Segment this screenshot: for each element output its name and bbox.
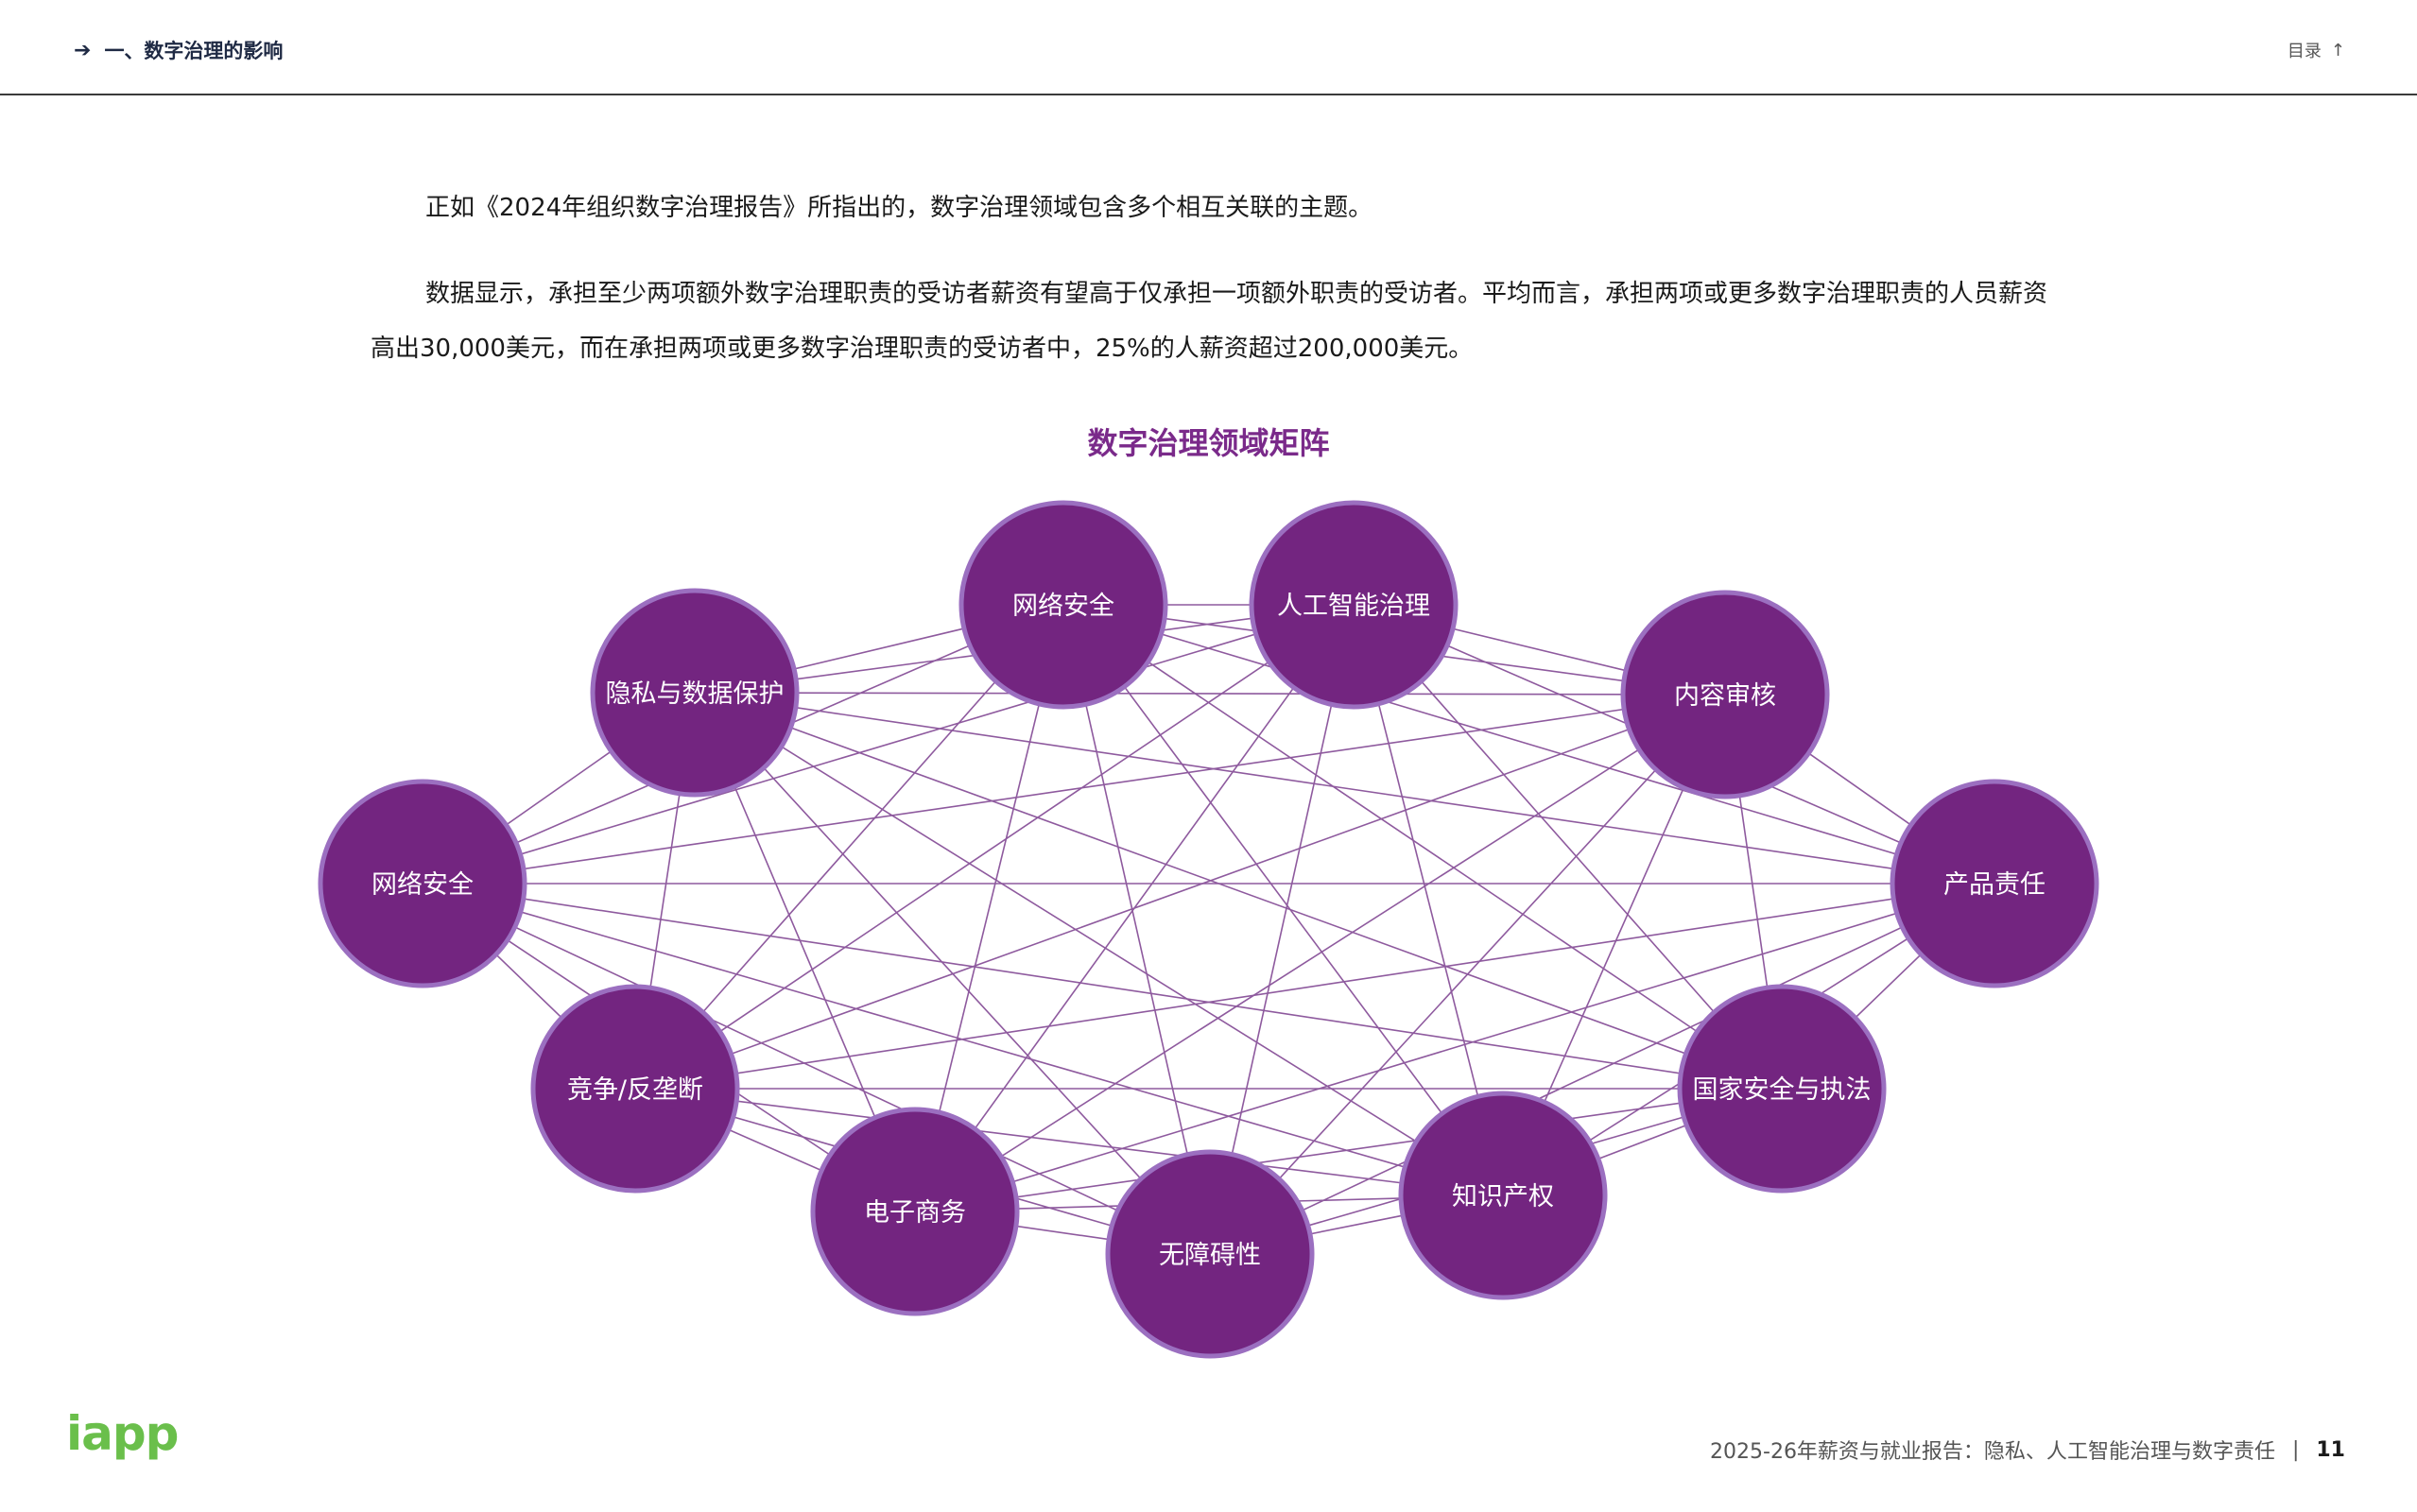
diagram-edge (634, 694, 1726, 1090)
diagram-node-label: 内容审核 (1674, 681, 1776, 711)
diagram-node-circle (958, 500, 1168, 710)
diagram-node-label: 无障碍性 (1159, 1241, 1261, 1270)
diagram-node-circle (530, 984, 740, 1194)
diagram-node-label: 国家安全与执法 (1693, 1075, 1872, 1105)
diagram-title: 数字治理领域矩阵 (1087, 425, 1330, 461)
diagram-node: 国家安全与执法 (1677, 984, 1887, 1194)
diagram-edge (694, 692, 1211, 1255)
diagram-edge (422, 604, 1355, 885)
diagram-node-circle (810, 1107, 1020, 1316)
page-footer: 2025-26年薪资与就业报告：隐私、人工智能治理与数字责任 | 11 (1710, 1435, 2345, 1465)
toc-link[interactable]: 目录 ↑ (2288, 38, 2345, 62)
diagram-edge (1062, 604, 1504, 1196)
footer-separator: | (2291, 1437, 2300, 1462)
iapp-logo: iapp (66, 1406, 179, 1461)
diagram-edge (634, 604, 1355, 1090)
diagram-node-circle (1249, 500, 1459, 710)
diagram-node-label: 知识产权 (1452, 1182, 1554, 1211)
diagram-edge (1209, 883, 1995, 1255)
diagram-edge (422, 694, 1726, 885)
diagram-edge (694, 692, 1995, 885)
arrow-up-icon: ↑ (2330, 40, 2345, 60)
diagram-node-circle (1105, 1149, 1315, 1359)
diagram-node-circle (590, 588, 800, 798)
intro-paragraph: 正如《2024年组织数字治理报告》所指出的，数字治理领域包含多个相互关联的主题。 (425, 194, 1373, 222)
page-number: 11 (2316, 1437, 2345, 1462)
diagram-edge (634, 1088, 1504, 1196)
diagram-node: 产品责任 (1890, 779, 2099, 988)
diagram-edge (422, 883, 1504, 1196)
diagram-edge (694, 692, 1783, 1090)
diagram-edge (634, 883, 1995, 1090)
toc-label: 目录 (2287, 42, 2322, 61)
breadcrumb[interactable]: ➔ 一、数字治理的影响 (74, 36, 283, 64)
diagram-node-circle (1620, 590, 1830, 799)
breadcrumb-label: 一、数字治理的影响 (104, 40, 284, 62)
diagram-edge (634, 604, 1064, 1090)
diagram-node-label: 竞争/反垄断 (567, 1075, 703, 1105)
diagram-edge (1062, 604, 1211, 1255)
diagram-edge (1062, 604, 1783, 1090)
arrow-right-icon: ➔ (74, 38, 92, 62)
diagram-node-label: 网络安全 (1012, 592, 1114, 621)
diagram-edge (422, 883, 1783, 1090)
diagram-node-label: 电子商务 (864, 1198, 966, 1228)
diagram-edge (914, 883, 1995, 1212)
diagram-node-label: 网络安全 (371, 870, 474, 900)
diagram-node: 人工智能治理 (1249, 500, 1459, 710)
diagram-node: 内容审核 (1620, 590, 1830, 799)
page-header: ➔ 一、数字治理的影响 目录 ↑ (0, 0, 2417, 95)
diagram-edge (1353, 604, 1783, 1090)
salary-paragraph: 数据显示，承担至少两项额外数字治理职责的受访者薪资有望高于仅承担一项额外职责的受… (371, 280, 2048, 363)
diagram-node: 电子商务 (810, 1107, 1020, 1316)
diagram-edge (694, 692, 1504, 1196)
diagram-node: 网络安全 (958, 500, 1168, 710)
diagram-edge (694, 692, 1726, 696)
diagram-edge (422, 883, 1211, 1255)
diagram-node-circle (1398, 1091, 1608, 1300)
diagram-node: 知识产权 (1398, 1091, 1608, 1300)
diagram-node-circle (1677, 984, 1887, 1194)
diagram-node: 网络安全 (318, 779, 527, 988)
diagram-node: 隐私与数据保护 (590, 588, 800, 798)
diagram-node: 竞争/反垄断 (530, 984, 740, 1194)
diagram-edge (1209, 604, 1355, 1255)
diagram-node-circle (318, 779, 527, 988)
diagram-node-label: 人工智能治理 (1277, 592, 1430, 621)
report-title: 2025-26年薪资与就业报告：隐私、人工智能治理与数字责任 (1710, 1440, 2275, 1464)
diagram-edge (914, 694, 1726, 1212)
diagram-node-label: 隐私与数据保护 (606, 679, 785, 709)
diagram-node-circle (1890, 779, 2099, 988)
diagram-node: 无障碍性 (1105, 1149, 1315, 1359)
diagram-node-label: 产品责任 (1943, 870, 2046, 900)
diagram-edge (1062, 604, 1995, 885)
